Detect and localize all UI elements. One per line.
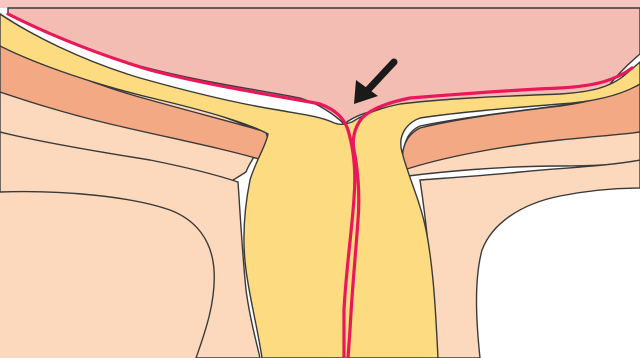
top-frame-band	[0, 0, 640, 8]
outer-lower-right	[420, 160, 640, 358]
